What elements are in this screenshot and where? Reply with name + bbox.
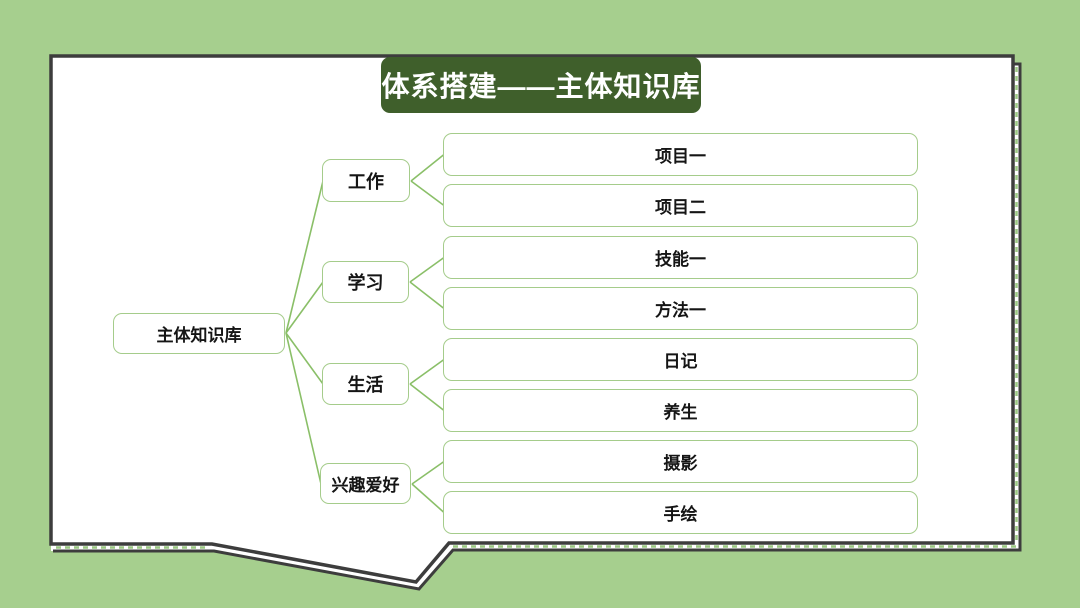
page-edge-dashes <box>56 67 1018 549</box>
leaf-node-project1: 项目一 <box>443 133 918 176</box>
connector-hobby-leaf2 <box>411 483 445 514</box>
connector-root-work <box>285 180 324 334</box>
connector-study-leaf1 <box>409 256 445 283</box>
connector-root-life <box>285 332 324 385</box>
leaf-node-photography: 摄影 <box>443 440 918 483</box>
branch-node-hobby: 兴趣爱好 <box>320 463 411 504</box>
leaf-node-wellness: 养生 <box>443 389 918 432</box>
leaf-node-drawing: 手绘 <box>443 491 918 534</box>
branch-node-life: 生活 <box>322 363 409 405</box>
connector-root-hobby <box>285 332 322 485</box>
branch-node-work: 工作 <box>322 159 410 202</box>
connector-work-leaf1 <box>410 153 445 182</box>
mindmap-connectors <box>285 153 445 514</box>
connector-work-leaf2 <box>410 180 445 207</box>
connector-hobby-leaf1 <box>411 460 445 485</box>
slide-title: 体系搭建——主体知识库 <box>381 57 701 113</box>
leaf-node-method1: 方法一 <box>443 287 918 330</box>
leaf-node-project2: 项目二 <box>443 184 918 227</box>
leaf-node-diary: 日记 <box>443 338 918 381</box>
connector-study-leaf2 <box>409 281 445 310</box>
leaf-node-skill1: 技能一 <box>443 236 918 279</box>
back-sheet-edge <box>53 62 1022 591</box>
root-node-knowledge-base: 主体知识库 <box>113 313 285 354</box>
branch-node-study: 学习 <box>322 261 409 303</box>
connector-life-leaf2 <box>409 383 445 412</box>
connector-life-leaf1 <box>409 358 445 385</box>
connector-root-study <box>285 281 324 334</box>
